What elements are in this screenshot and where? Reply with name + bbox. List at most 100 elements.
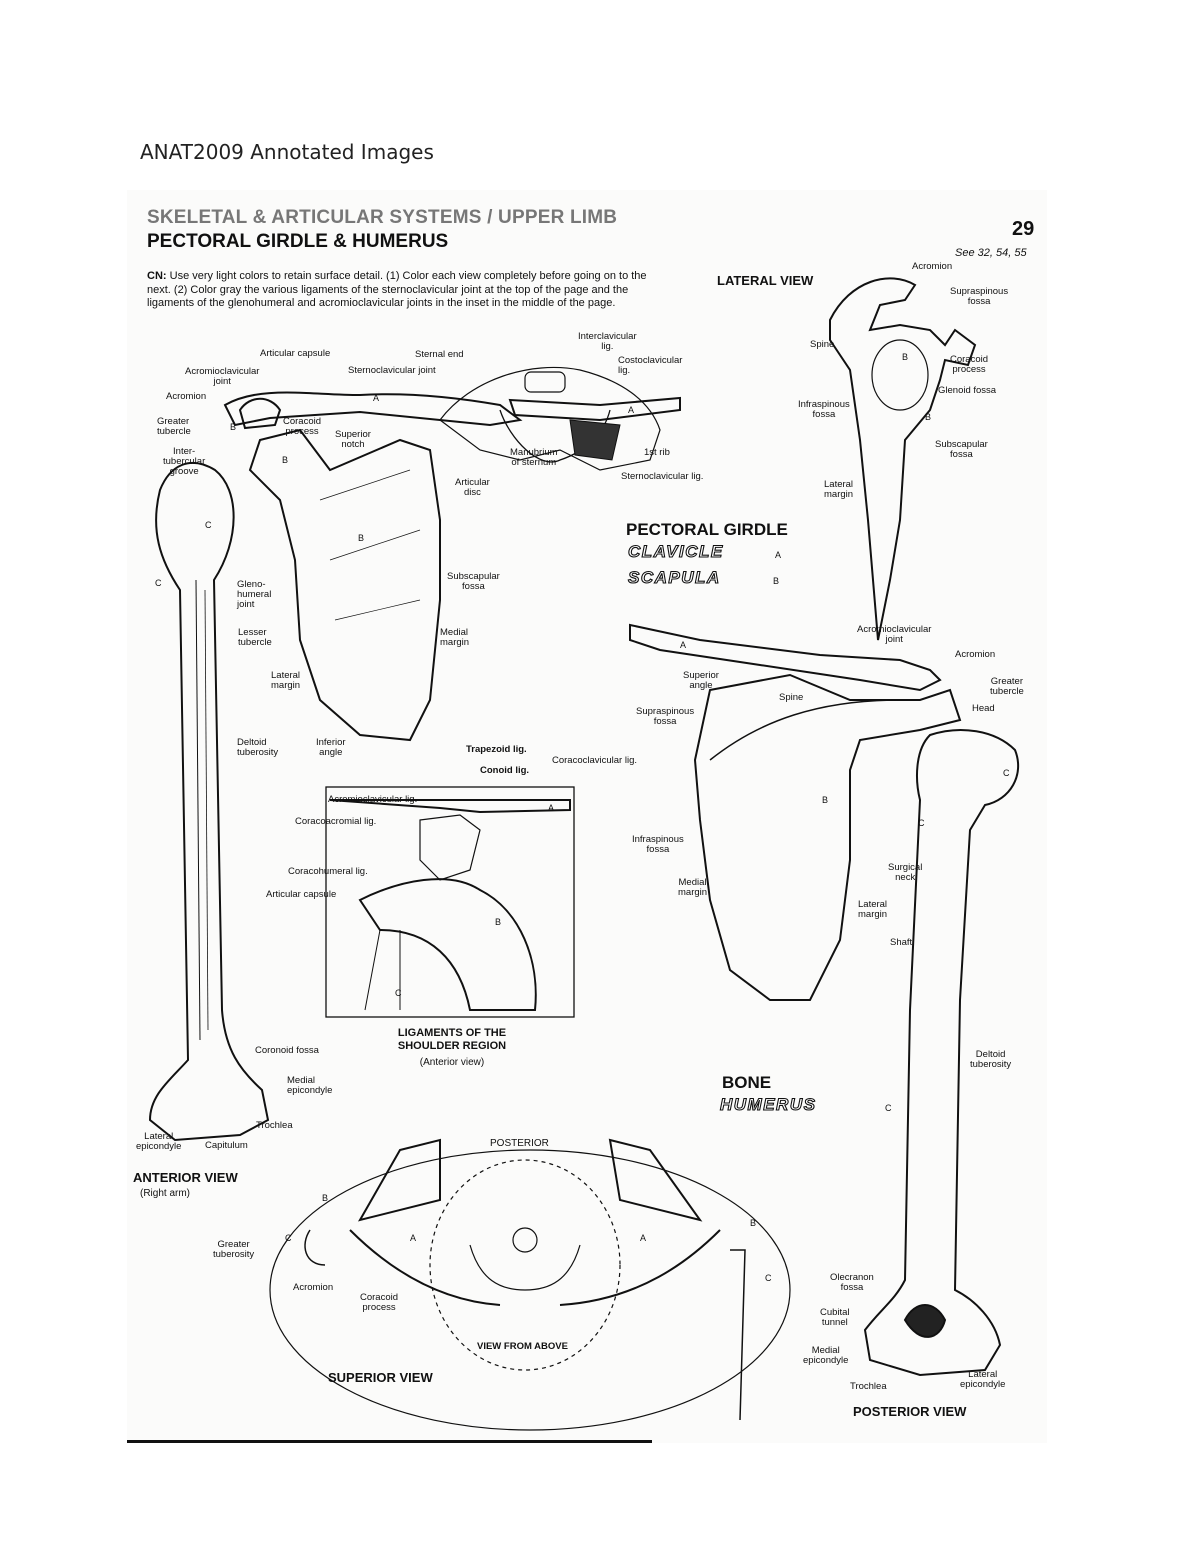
label-articular-disc: Articular disc [455, 477, 490, 498]
label-inset-acromioclavicular-lig: Acromioclavicular lig. [328, 794, 418, 805]
page-title-pectoral: PECTORAL GIRDLE & HUMERUS [147, 231, 449, 252]
scapula-label: SCAPULA [627, 567, 721, 587]
label-post-surgical-neck: Surgical neck [888, 862, 923, 883]
letter-a-inset: A [548, 803, 555, 813]
sternoclavicular-drawing [439, 366, 681, 471]
label-capitulum: Capitulum [205, 1140, 248, 1151]
label-lat-glenoid: Glenoid fossa [938, 385, 997, 396]
letter-c-inset: C [395, 988, 402, 998]
label-lat-lateral-margin: Lateral margin [824, 479, 854, 500]
label-sternoclavicular-lig: Sternoclavicular lig. [621, 471, 704, 482]
label-sup-acromion: Acromion [293, 1282, 334, 1293]
label-lat-coracoid: Coracoid process [950, 354, 989, 375]
posterior-view-heading: POSTERIOR VIEW [853, 1404, 967, 1419]
anterior-clavicle-drawing [223, 391, 523, 430]
label-medial-epicondyle: Medial epicondyle [287, 1075, 333, 1096]
label-lateral-margin: Lateral margin [271, 670, 301, 691]
letter-c-superior-left: C [285, 1233, 292, 1243]
scapula-letter: B [773, 576, 780, 586]
document-header: ANAT2009 Annotated Images [140, 140, 434, 164]
scanned-page [127, 190, 1047, 1443]
posterior-humerus-drawing [863, 729, 1020, 1377]
posterior-label: POSTERIOR [490, 1138, 549, 1149]
label-coracoacromial-lig: Coracoacromial lig. [295, 816, 377, 827]
letter-a-clavicle: A [373, 393, 380, 403]
letter-b-posterior: B [822, 795, 829, 805]
label-post-acromion: Acromion [955, 649, 996, 660]
label-sup-greater-tuberosity: Greater tuberosity [213, 1239, 255, 1260]
humerus-label: HUMERUS [719, 1094, 817, 1114]
letter-b-acromion: B [230, 422, 237, 432]
label-post-trochlea: Trochlea [850, 1381, 887, 1392]
clavicle-label: CLAVICLE [627, 541, 724, 561]
label-post-infraspinous: Infraspinous fossa [632, 834, 684, 855]
letter-c-superior-right: C [765, 1273, 772, 1283]
label-post-lateral-epicondyle: Lateral epicondyle [960, 1369, 1006, 1390]
superior-view-heading: SUPERIOR VIEW [328, 1370, 433, 1385]
letter-b-coracoid: B [282, 455, 289, 465]
label-coronoid-fossa: Coronoid fossa [255, 1045, 319, 1056]
label-post-lateral-margin: Lateral margin [858, 899, 888, 920]
label-superior-notch: Superior notch [335, 429, 371, 450]
label-inset-articular-capsule: Articular capsule [266, 889, 337, 900]
label-coracohumeral-lig: Coracohumeral lig. [288, 866, 368, 877]
ligament-inset-drawing [325, 786, 575, 1018]
label-subscapular-fossa: Subscapular fossa [447, 571, 500, 592]
ligaments-caption: LIGAMENTS OF THE SHOULDER REGION [397, 1027, 507, 1052]
posterior-scapula-drawing [629, 623, 962, 1001]
letter-c-posterior: C [918, 818, 925, 828]
label-lateral-epicondyle: Lateral epicondyle [136, 1131, 182, 1152]
label-manubrium: Manubrium of sternum [510, 447, 558, 468]
pectoral-girdle-heading: PECTORAL GIRDLE [626, 520, 788, 539]
letter-a-superior-right: A [640, 1233, 647, 1243]
label-sup-coracoid: Coracoid process [360, 1292, 399, 1313]
bone-heading: BONE [722, 1073, 772, 1092]
label-sternal-end: Sternal end [415, 349, 464, 360]
label-post-head: Head [972, 703, 995, 714]
anterior-scapula-drawing [248, 428, 441, 742]
letter-c-posterior-head: C [1003, 768, 1010, 778]
letter-b-lateral-2: B [925, 412, 932, 422]
label-post-shaft: Shaft [890, 937, 913, 948]
label-cubital-tunnel: Cubital tunnel [820, 1307, 850, 1328]
label-articular-capsule: Articular capsule [260, 348, 331, 359]
label-deltoid-tuberosity: Deltoid tuberosity [237, 737, 279, 758]
label-glenohumeral-joint: Gleno- humeral joint [237, 579, 272, 610]
letter-b-superior-right: B [750, 1218, 757, 1228]
label-post-deltoid-tuberosity: Deltoid tuberosity [970, 1049, 1012, 1070]
label-costoclavicular-lig: Costoclavicular lig. [618, 355, 683, 376]
letter-b-superior-left: B [322, 1193, 329, 1203]
lateral-view-heading: LATERAL VIEW [717, 273, 814, 288]
label-inferior-angle: Inferior angle [316, 737, 346, 758]
label-lat-supraspinous: Supraspinous fossa [950, 286, 1009, 307]
anterior-humerus-drawing [148, 461, 270, 1142]
label-olecranon-fossa: Olecranon fossa [830, 1272, 874, 1293]
label-coracoid-process: Coracoid process [283, 416, 322, 437]
label-interclavicular-lig: Interclavicular lig. [578, 331, 637, 352]
letter-a-superior-left: A [410, 1233, 417, 1243]
label-trochlea: Trochlea [256, 1120, 293, 1131]
label-post-acromioclavicular-joint: Acromioclavicular joint [857, 624, 932, 645]
label-conoid-lig: Conoid lig. [480, 765, 530, 776]
lateral-scapula-drawing [829, 277, 977, 641]
label-post-medial-margin: Medial margin [678, 877, 708, 898]
label-post-medial-epicondyle: Medial epicondyle [803, 1345, 849, 1366]
letter-b-lateral: B [902, 352, 909, 362]
label-lesser-tubercle: Lesser tubercle [238, 627, 272, 648]
instructions: CN: Use very light colors to retain surf… [147, 270, 647, 309]
letter-a-posterior: A [680, 640, 687, 650]
label-lat-acromion: Acromion [912, 261, 953, 272]
label-post-greater-tubercle: Greater tubercle [990, 676, 1024, 697]
superior-view-drawing [269, 1138, 791, 1431]
anterior-view-heading: ANTERIOR VIEW [133, 1170, 238, 1185]
scan-bottom-edge [127, 1440, 652, 1443]
page-title-systems: SKELETAL & ARTICULAR SYSTEMS / UPPER LIM… [147, 207, 618, 228]
label-lat-subscapular: Subscapular fossa [935, 439, 988, 460]
letter-a-sternal: A [628, 405, 635, 415]
label-lat-spine: Spine [810, 339, 835, 350]
label-post-supraspinous: Supraspinous fossa [636, 706, 695, 727]
label-acromion: Acromion [166, 391, 207, 402]
label-trapezoid-lig: Trapezoid lig. [466, 744, 527, 755]
letter-b-inset: B [495, 917, 502, 927]
